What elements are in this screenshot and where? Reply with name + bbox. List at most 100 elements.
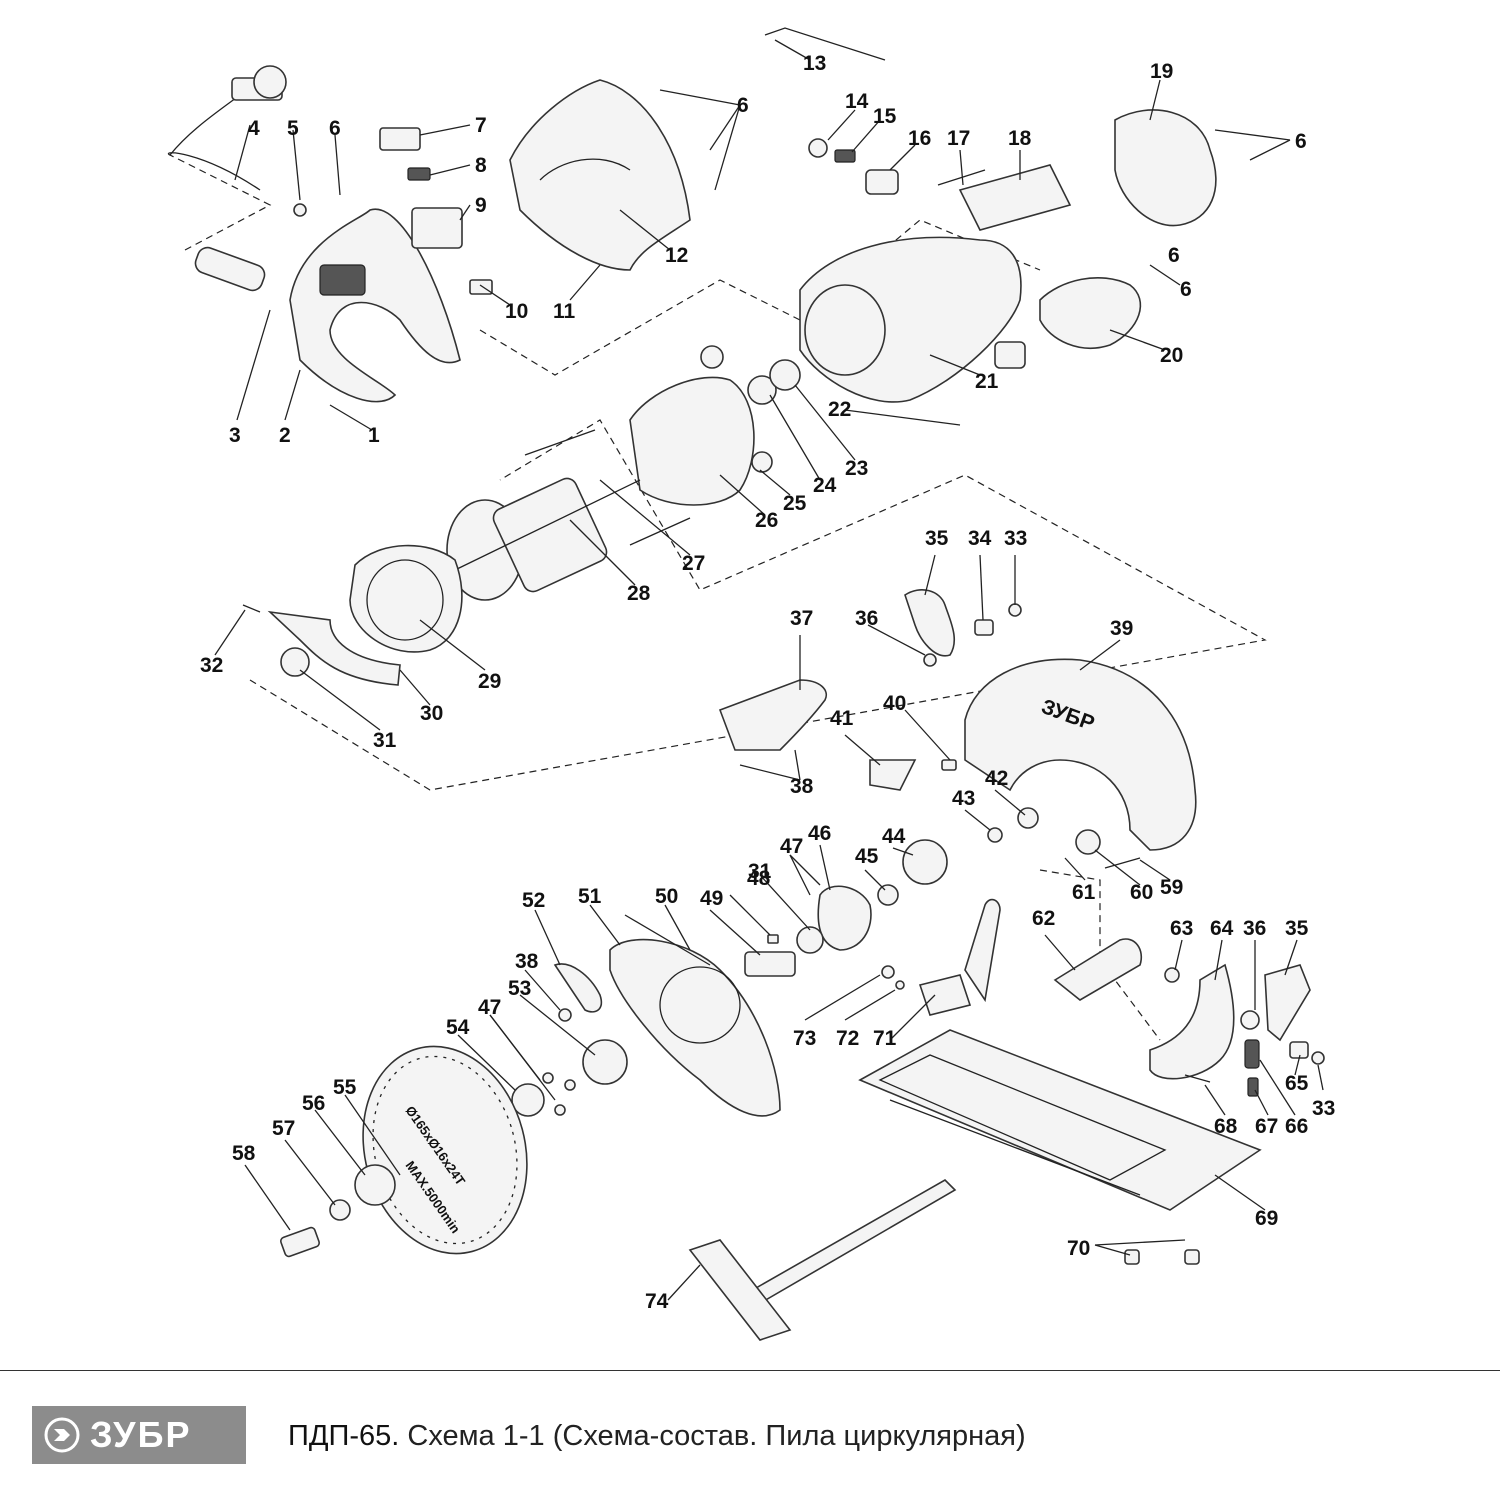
callout-label: 48 (747, 867, 771, 890)
armature (446, 477, 641, 601)
callout-label: 52 (522, 889, 545, 912)
callout-label: 73 (793, 1027, 816, 1050)
callout-label: 6 (1295, 130, 1307, 153)
callout-label: 50 (655, 885, 678, 908)
callout-label: 37 (790, 607, 813, 630)
callout-label: 21 (975, 370, 999, 393)
callout-label: 55 (333, 1076, 357, 1099)
exploded-parts-diagram: ЗУБР Ø165xØ16x24T (167, 27, 1335, 1341)
callout-label: 16 (908, 127, 931, 150)
callout-label: 46 (808, 822, 831, 845)
callout-label: 19 (1150, 60, 1173, 83)
callout-label: 57 (272, 1117, 295, 1140)
callout-label: 45 (855, 845, 879, 868)
callout-label: 59 (1160, 876, 1183, 899)
callout-label: 2 (279, 424, 291, 447)
callout-label: 71 (873, 1027, 897, 1050)
callout-label: 27 (682, 552, 705, 575)
callout-label: 63 (1170, 917, 1193, 940)
footer-divider (0, 1370, 1500, 1371)
callout-label: 61 (1072, 881, 1096, 904)
blade-fasteners (279, 1164, 396, 1258)
brush-holder-parts (808, 138, 1072, 231)
assembly-dash-base (1039, 869, 1161, 1041)
callout-label: 47 (780, 835, 803, 858)
callout-label: 24 (813, 474, 837, 497)
callout-label: 9 (475, 194, 487, 217)
callout-label: 34 (968, 527, 992, 550)
callout-label: 30 (420, 702, 443, 725)
callout-label: 39 (1110, 617, 1133, 640)
gear-assembly (744, 829, 1141, 977)
callout-label: 14 (845, 90, 869, 113)
callout-label: 60 (1130, 881, 1153, 904)
upper-guard: ЗУБР (964, 658, 1197, 851)
callout-label: 17 (947, 127, 970, 150)
callout-label: 43 (952, 787, 975, 810)
callout-label: 35 (1285, 917, 1309, 940)
saw-blade: Ø165xØ16x24T MAX.5000min (362, 1045, 528, 1255)
callout-label: 44 (882, 825, 906, 848)
switch-parts (293, 127, 493, 295)
callout-label: 15 (873, 105, 897, 128)
bevel-bracket (1053, 938, 1325, 1097)
assembly-dash-motor-top (479, 219, 1041, 376)
callout-label: 12 (665, 244, 688, 267)
leader-lines (214, 39, 1324, 1301)
callout-label: 40 (883, 692, 906, 715)
callout-label: 28 (627, 582, 651, 605)
callout-label: 35 (925, 527, 949, 550)
callout-label: 69 (1255, 1207, 1278, 1230)
brand-name: ЗУБР (90, 1414, 192, 1455)
callout-label: 72 (836, 1027, 859, 1050)
model-name: ПДП-65. (288, 1420, 400, 1452)
callout-label: 6 (1168, 244, 1180, 267)
callout-label: 42 (985, 767, 1008, 790)
callout-label: 54 (446, 1016, 470, 1039)
callout-labels: 1 2 3 4 5 6 6 6 6 7 8 9 10 11 12 13 14 1… (200, 52, 1335, 1313)
diagram-caption: ПДП-65. Схема 1-1 (Схема-состав. Пила ци… (288, 1420, 1026, 1453)
diagram-description: Схема 1-1 (Схема-состав. Пила циркулярна… (407, 1420, 1026, 1452)
callout-label: 31 (373, 729, 397, 752)
callout-label: 38 (790, 775, 814, 798)
brand-arrow-icon (44, 1417, 80, 1453)
housing-cover (509, 79, 691, 271)
callout-label: 65 (1285, 1072, 1309, 1095)
callout-label: 7 (475, 114, 487, 137)
callout-label: 56 (302, 1092, 325, 1115)
callout-label: 66 (1285, 1115, 1308, 1138)
callout-label: 31 (748, 860, 772, 883)
assembly-dash-motor (249, 419, 1267, 791)
callout-label: 20 (1160, 344, 1183, 367)
callout-label: 58 (232, 1142, 256, 1165)
callout-label: 70 (1067, 1237, 1090, 1260)
callout-label: 36 (855, 607, 878, 630)
callout-label: 38 (515, 950, 539, 973)
callout-label: 10 (505, 300, 528, 323)
callout-label: 53 (508, 977, 531, 1000)
callout-label: 68 (1214, 1115, 1238, 1138)
callout-label: 5 (287, 117, 299, 140)
callout-label: 22 (828, 398, 851, 421)
callout-label: 67 (1255, 1115, 1278, 1138)
motor-housing (799, 236, 1142, 403)
brand-logo: ЗУБР (32, 1406, 246, 1464)
callout-label: 11 (553, 300, 576, 323)
depth-lever (904, 589, 1022, 667)
callout-label: 23 (845, 457, 868, 480)
callout-label: 29 (478, 670, 501, 693)
callout-label: 32 (200, 654, 223, 677)
fan-baffle (242, 544, 463, 686)
assembly-dash-handle (169, 154, 272, 251)
callout-label: 33 (1312, 1097, 1335, 1120)
chip-deflector (718, 679, 1039, 843)
callout-label: 49 (700, 887, 723, 910)
lock-parts (511, 963, 628, 1117)
handle-housing (289, 208, 461, 403)
callout-label: 74 (645, 1290, 669, 1313)
callout-label: 41 (830, 707, 854, 730)
callout-label: 47 (478, 996, 501, 1019)
callout-label: 62 (1032, 907, 1055, 930)
callout-label: 6 (1180, 278, 1192, 301)
callout-label: 64 (1210, 917, 1234, 940)
